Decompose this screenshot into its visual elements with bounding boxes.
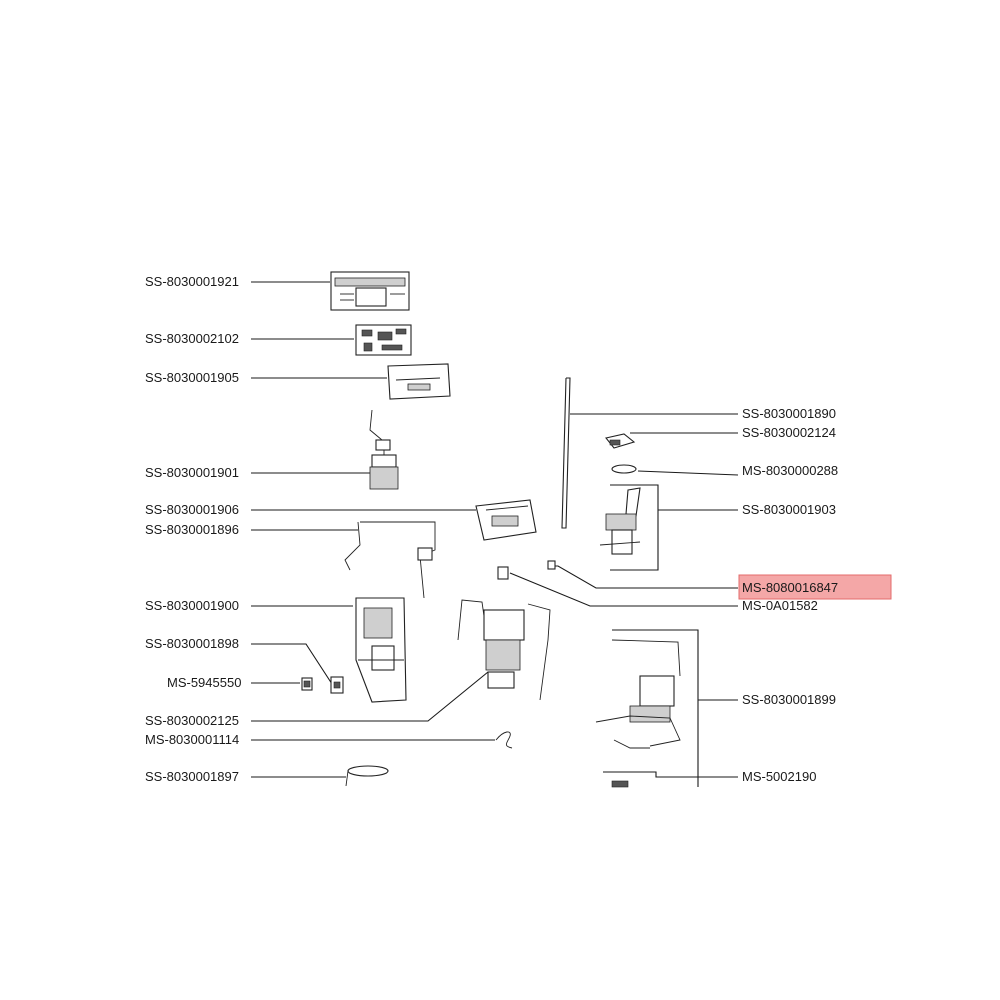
callout-ms-8080016847[interactable]: MS-8080016847	[553, 565, 892, 600]
part-ss-8030001897	[345, 765, 389, 787]
part-label-ms-5002190[interactable]: MS-5002190	[742, 769, 816, 784]
callout-ss-8030001890[interactable]: SS-8030001890	[570, 406, 836, 421]
part-label-ss-8030002125[interactable]: SS-8030002125	[145, 713, 239, 728]
part-ms-8030001114	[495, 731, 513, 749]
part-label-ms-0a01582[interactable]: MS-0A01582	[742, 598, 818, 613]
callout-ss-8030002124[interactable]: SS-8030002124	[630, 425, 836, 440]
part-ss-8030002124	[605, 433, 636, 449]
callout-ss-8030001897[interactable]: SS-8030001897	[145, 769, 346, 784]
part-ms-8030000288	[611, 464, 637, 474]
leader-line	[251, 643, 333, 685]
callout-ms-5002190[interactable]: MS-5002190	[603, 769, 816, 784]
part-label-ss-8030001921[interactable]: SS-8030001921	[145, 274, 239, 289]
part-ss-8030001903	[599, 487, 641, 555]
part-label-ms-8030000288[interactable]: MS-8030000288	[742, 463, 838, 478]
part-label-ss-8030002102[interactable]: SS-8030002102	[145, 331, 239, 346]
part-label-ss-8030001903[interactable]: SS-8030001903	[742, 502, 836, 517]
part-label-ss-8030001899[interactable]: SS-8030001899	[742, 692, 836, 707]
callout-ms-0a01582[interactable]: MS-0A01582	[509, 572, 818, 613]
part-label-ss-8030001906[interactable]: SS-8030001906	[145, 502, 239, 517]
part-label-ms-8080016847[interactable]: MS-8080016847	[742, 580, 838, 595]
part-ms-8080016847	[547, 560, 556, 570]
part-label-ss-8030001890[interactable]: SS-8030001890	[742, 406, 836, 421]
part-ss-8030001900	[355, 597, 407, 703]
part-ss-8030001906	[475, 499, 537, 541]
part-ss-8030001899	[595, 639, 681, 749]
bracket-line	[612, 629, 699, 787]
leader-line	[553, 565, 738, 589]
callout-ss-8030001900[interactable]: SS-8030001900	[145, 598, 353, 613]
part-label-ms-5945550[interactable]: MS-5945550	[167, 675, 241, 690]
part-ss-8030001890	[561, 377, 571, 529]
leader-line	[251, 671, 489, 722]
leader-line	[509, 572, 738, 607]
part-ss-8030001896	[344, 521, 436, 599]
part-label-ms-8030001114[interactable]: MS-8030001114	[145, 732, 239, 747]
callout-ms-8030001114[interactable]: MS-8030001114	[145, 732, 495, 747]
callout-ss-8030001903[interactable]: SS-8030001903	[610, 484, 836, 571]
callout-ss-8030002102[interactable]: SS-8030002102	[145, 331, 354, 346]
bracket-line	[610, 484, 659, 571]
part-label-ss-8030001898[interactable]: SS-8030001898	[145, 636, 239, 651]
callout-ss-8030001905[interactable]: SS-8030001905	[145, 370, 387, 385]
part-label-ss-8030001897[interactable]: SS-8030001897	[145, 769, 239, 784]
part-ss-8030001901	[369, 409, 399, 490]
part-label-ss-8030002124[interactable]: SS-8030002124	[742, 425, 836, 440]
leader-line	[637, 470, 739, 476]
part-ss-8030001898	[330, 676, 344, 694]
part-ss-8030002102	[355, 324, 412, 356]
part-label-ss-8030001901[interactable]: SS-8030001901	[145, 465, 239, 480]
callout-ss-8030002125[interactable]: SS-8030002125	[145, 671, 489, 728]
part-ss-8030001905	[387, 363, 451, 400]
callout-ss-8030001896[interactable]: SS-8030001896	[145, 522, 358, 537]
callout-ss-8030001921[interactable]: SS-8030001921	[145, 274, 330, 289]
callout-ss-8030001906[interactable]: SS-8030001906	[145, 502, 476, 517]
part-ms-5002190	[611, 780, 629, 788]
callout-ss-8030001899[interactable]: SS-8030001899	[612, 629, 836, 787]
callout-ss-8030001901[interactable]: SS-8030001901	[145, 465, 370, 480]
callout-ms-8030000288[interactable]: MS-8030000288	[637, 463, 838, 478]
part-label-ss-8030001905[interactable]: SS-8030001905	[145, 370, 239, 385]
highlight-box	[738, 574, 892, 600]
part-label-ss-8030001896[interactable]: SS-8030001896	[145, 522, 239, 537]
part-ss-8030002125	[457, 599, 551, 701]
callout-ss-8030001898[interactable]: SS-8030001898	[145, 636, 333, 685]
part-ms-5945550	[301, 677, 313, 691]
part-ms-0a01582	[497, 566, 509, 580]
part-label-ss-8030001900[interactable]: SS-8030001900	[145, 598, 239, 613]
part-ss-8030001921	[330, 271, 410, 311]
callout-ms-5945550[interactable]: MS-5945550	[167, 675, 300, 690]
leader-line	[603, 771, 738, 778]
